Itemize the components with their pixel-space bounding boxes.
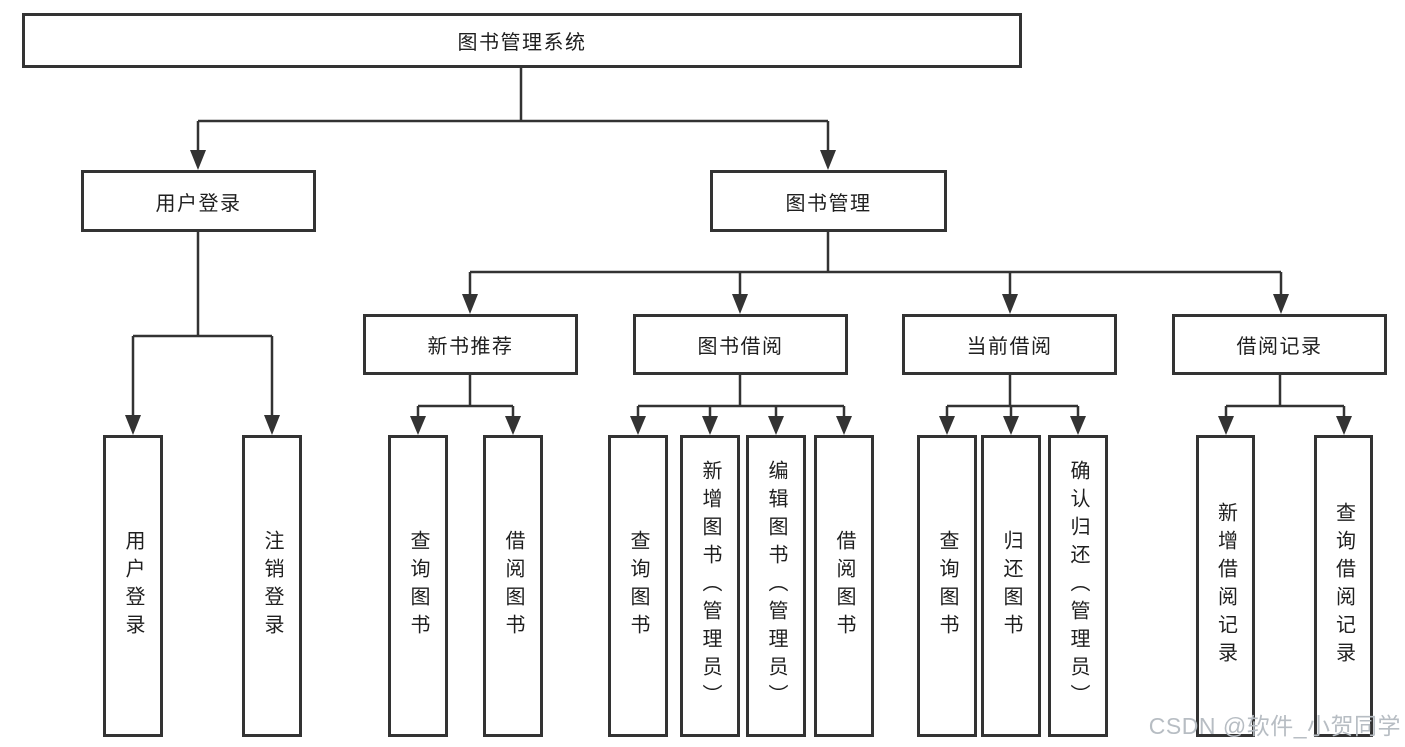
leaf-query-books-current: 查询图书 [917,435,977,737]
leaf-add-books-admin-label: 新增图书（管理员） [699,460,721,712]
leaf-add-borrow-record: 新增借阅记录 [1196,435,1255,737]
leaf-query-books-recommend: 查询图书 [388,435,448,737]
node-current-borrow-label: 当前借阅 [966,336,1053,358]
leaf-user-login: 用户登录 [103,435,163,737]
node-book-management-label: 图书管理 [785,192,872,215]
node-book-management: 图书管理 [710,170,947,232]
watermark: CSDN @软件_小贺同学 [1148,713,1401,739]
node-current-borrow: 当前借阅 [902,314,1117,375]
leaf-query-books-current-label: 查询图书 [936,530,958,642]
leaf-return-books: 归还图书 [981,435,1041,737]
node-library-system-label: 图书管理系统 [457,32,587,54]
leaf-return-books-label: 归还图书 [1000,530,1022,642]
node-new-book-recommend-label: 新书推荐 [427,336,514,358]
leaf-query-books-borrow-label: 查询图书 [627,530,649,642]
leaf-query-books-borrow: 查询图书 [608,435,668,737]
leaf-query-borrow-record: 查询借阅记录 [1314,435,1373,737]
leaf-query-books-recommend-label: 查询图书 [407,530,429,642]
node-user-login-label: 用户登录 [155,192,242,215]
leaf-borrow-books: 借阅图书 [814,435,874,737]
leaf-edit-books-admin-label: 编辑图书（管理员） [765,460,787,712]
node-borrow-records-label: 借阅记录 [1236,336,1323,358]
leaf-query-borrow-record-label: 查询借阅记录 [1332,502,1355,670]
node-new-book-recommend: 新书推荐 [363,314,578,375]
leaf-confirm-return-admin: 确认归还（管理员） [1048,435,1108,737]
node-user-login: 用户登录 [81,170,316,232]
node-library-system: 图书管理系统 [22,13,1022,68]
leaf-confirm-return-admin-label: 确认归还（管理员） [1067,460,1089,712]
leaf-borrow-books-recommend: 借阅图书 [483,435,543,737]
leaf-borrow-books-recommend-label: 借阅图书 [502,530,524,642]
leaf-borrow-books-label: 借阅图书 [833,530,855,642]
node-book-borrow-label: 图书借阅 [697,336,784,358]
leaf-edit-books-admin: 编辑图书（管理员） [746,435,806,737]
leaf-logout-label: 注销登录 [261,530,283,642]
node-book-borrow: 图书借阅 [633,314,848,375]
leaf-user-login-label: 用户登录 [122,530,144,642]
leaf-add-books-admin: 新增图书（管理员） [680,435,740,737]
leaf-add-borrow-record-label: 新增借阅记录 [1214,502,1237,670]
leaf-logout: 注销登录 [242,435,302,737]
node-borrow-records: 借阅记录 [1172,314,1387,375]
